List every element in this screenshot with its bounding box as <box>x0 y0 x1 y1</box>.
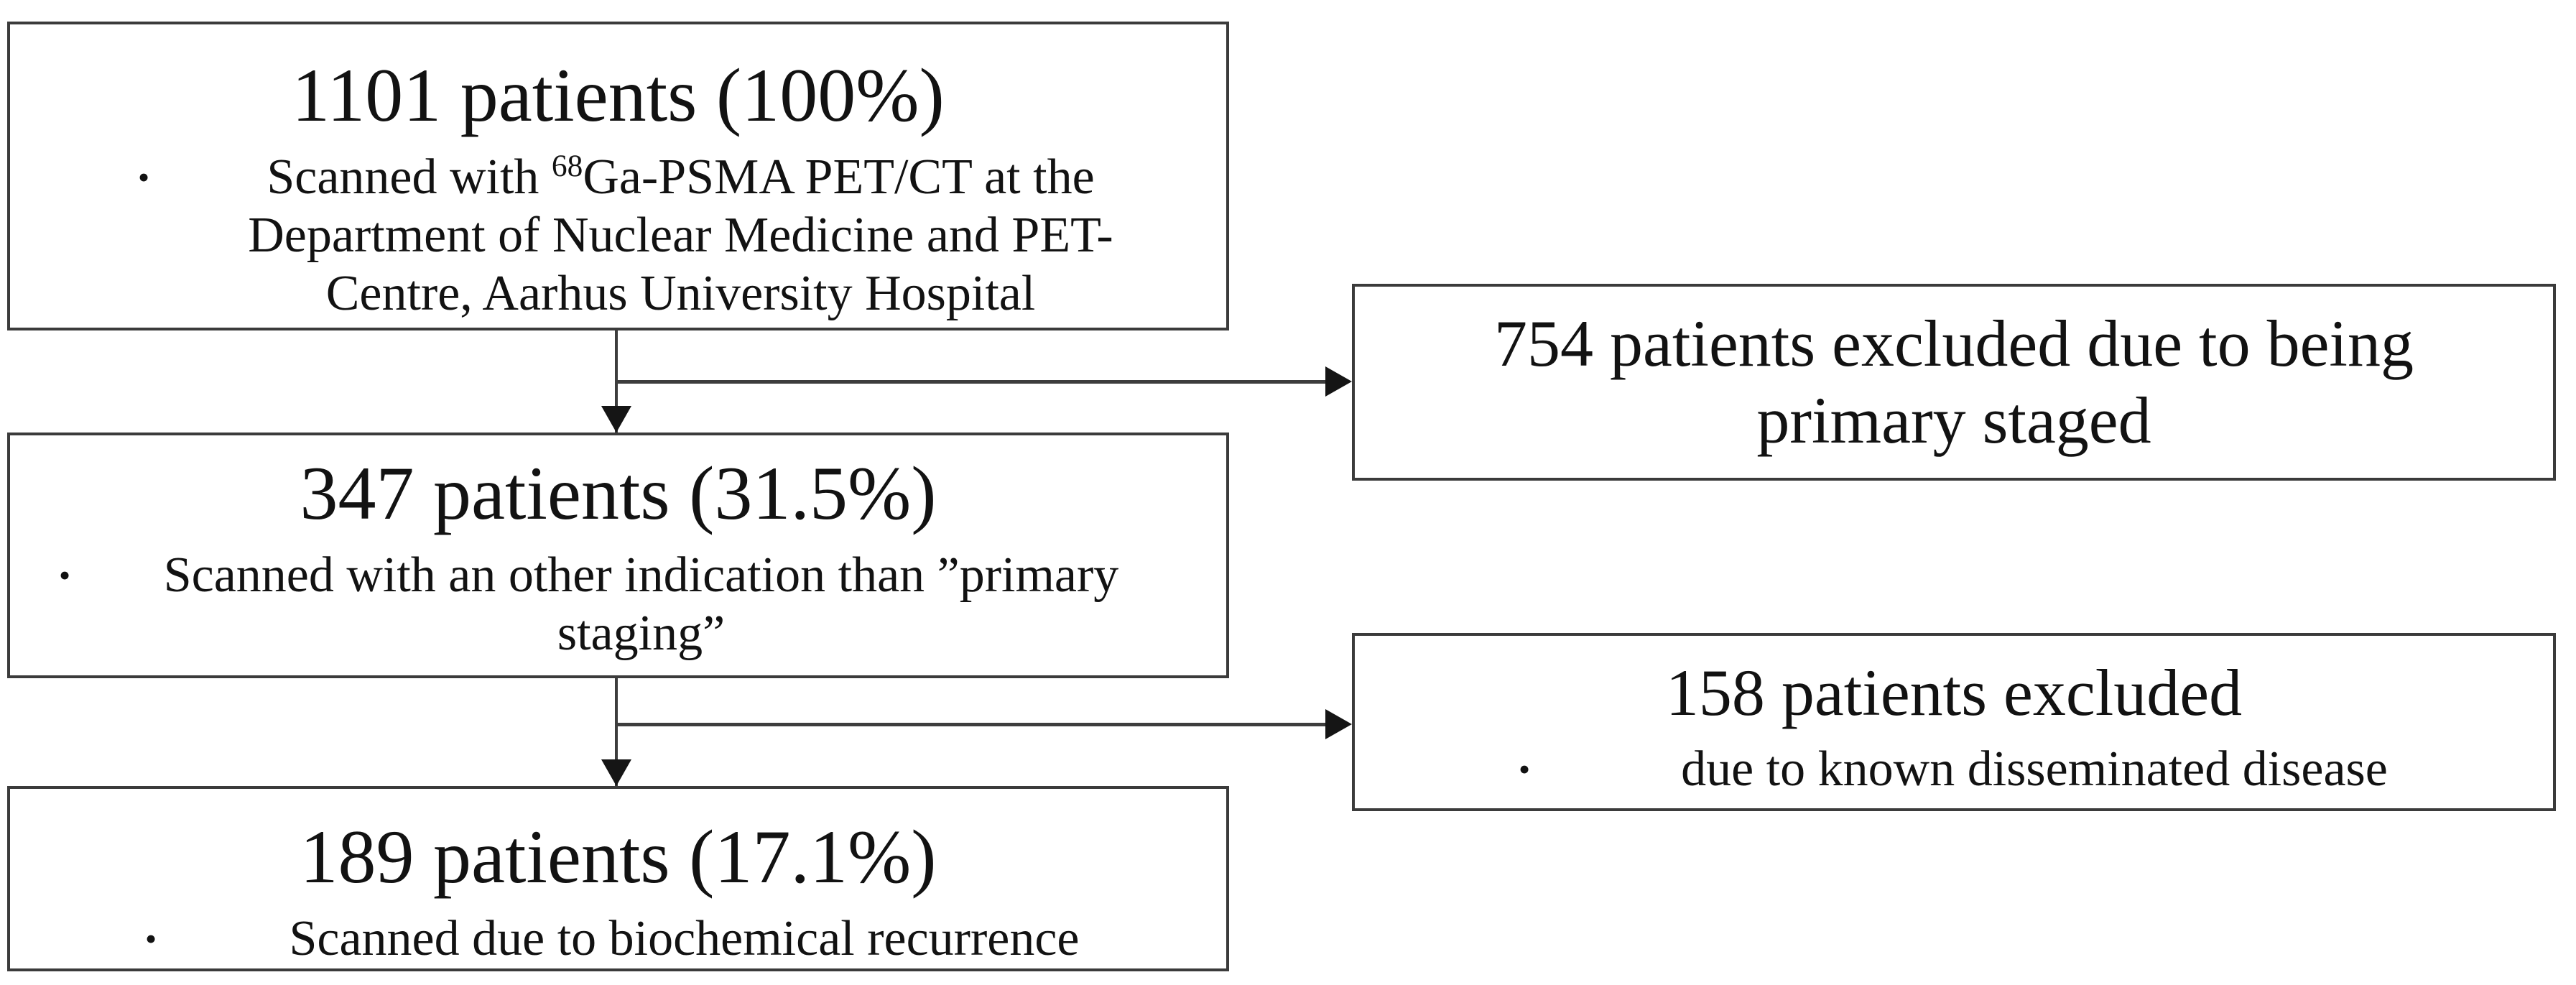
bullet-dot-icon: • <box>137 158 150 195</box>
flow-box-excluded-primary-staged: 754 patients excluded due to being prima… <box>1352 284 2556 481</box>
connector-line-branch-to-excluded-disseminated <box>616 723 1329 726</box>
other-indication-bullet: • Scanned with an other indication than … <box>10 546 1226 662</box>
biochemical-recurrence-count: 189 patients (17.1%) <box>300 815 937 899</box>
bullet-dot-icon: • <box>144 920 157 957</box>
total-cohort-count: 1101 patients (100%) <box>292 53 945 137</box>
excluded-disseminated-count: 158 patients excluded <box>1665 656 2243 729</box>
bullet-dot-icon: • <box>1518 750 1531 787</box>
total-cohort-bullet: • Scanned with 68Ga-PSMA PET/CT at the D… <box>10 148 1226 323</box>
excluded-primary-staged-text: 754 patients excluded due to being prima… <box>1493 307 2414 457</box>
excluded-disseminated-description: due to known disseminated disease <box>1681 741 2388 797</box>
arrowhead-right-icon <box>1325 366 1352 397</box>
flow-box-excluded-disseminated: 158 patients excluded • due to known dis… <box>1352 633 2556 811</box>
other-indication-count: 347 patients (31.5%) <box>300 451 937 535</box>
biochemical-recurrence-description: Scanned due to biochemical recurrence <box>289 910 1080 966</box>
flow-box-other-indication: 347 patients (31.5%) • Scanned with an o… <box>7 433 1229 678</box>
arrowhead-down-icon <box>601 759 631 786</box>
connector-line-other-to-recurrence <box>615 678 618 786</box>
other-indication-description: Scanned with an other indication than ”p… <box>163 547 1119 662</box>
arrowhead-down-icon <box>601 406 631 433</box>
total-cohort-description: Scanned with 68Ga-PSMA PET/CT at the Dep… <box>170 148 1226 323</box>
isotope-superscript: 68 <box>551 149 583 184</box>
description-rest: Ga-PSMA PET/CT at the Department of Nucl… <box>248 149 1113 322</box>
flow-box-total-cohort: 1101 patients (100%) • Scanned with 68Ga… <box>7 22 1229 330</box>
flow-box-biochemical-recurrence: 189 patients (17.1%) • Scanned due to bi… <box>7 786 1229 971</box>
description-prefix: Scanned with <box>267 149 552 205</box>
arrowhead-right-icon <box>1325 709 1352 739</box>
connector-line-branch-to-excluded-primary <box>616 380 1329 384</box>
excluded-disseminated-bullet: • due to known disseminated disease <box>1355 740 2553 799</box>
bullet-dot-icon: • <box>58 556 71 593</box>
biochemical-recurrence-bullet: • Scanned due to biochemical recurrence <box>10 910 1226 968</box>
